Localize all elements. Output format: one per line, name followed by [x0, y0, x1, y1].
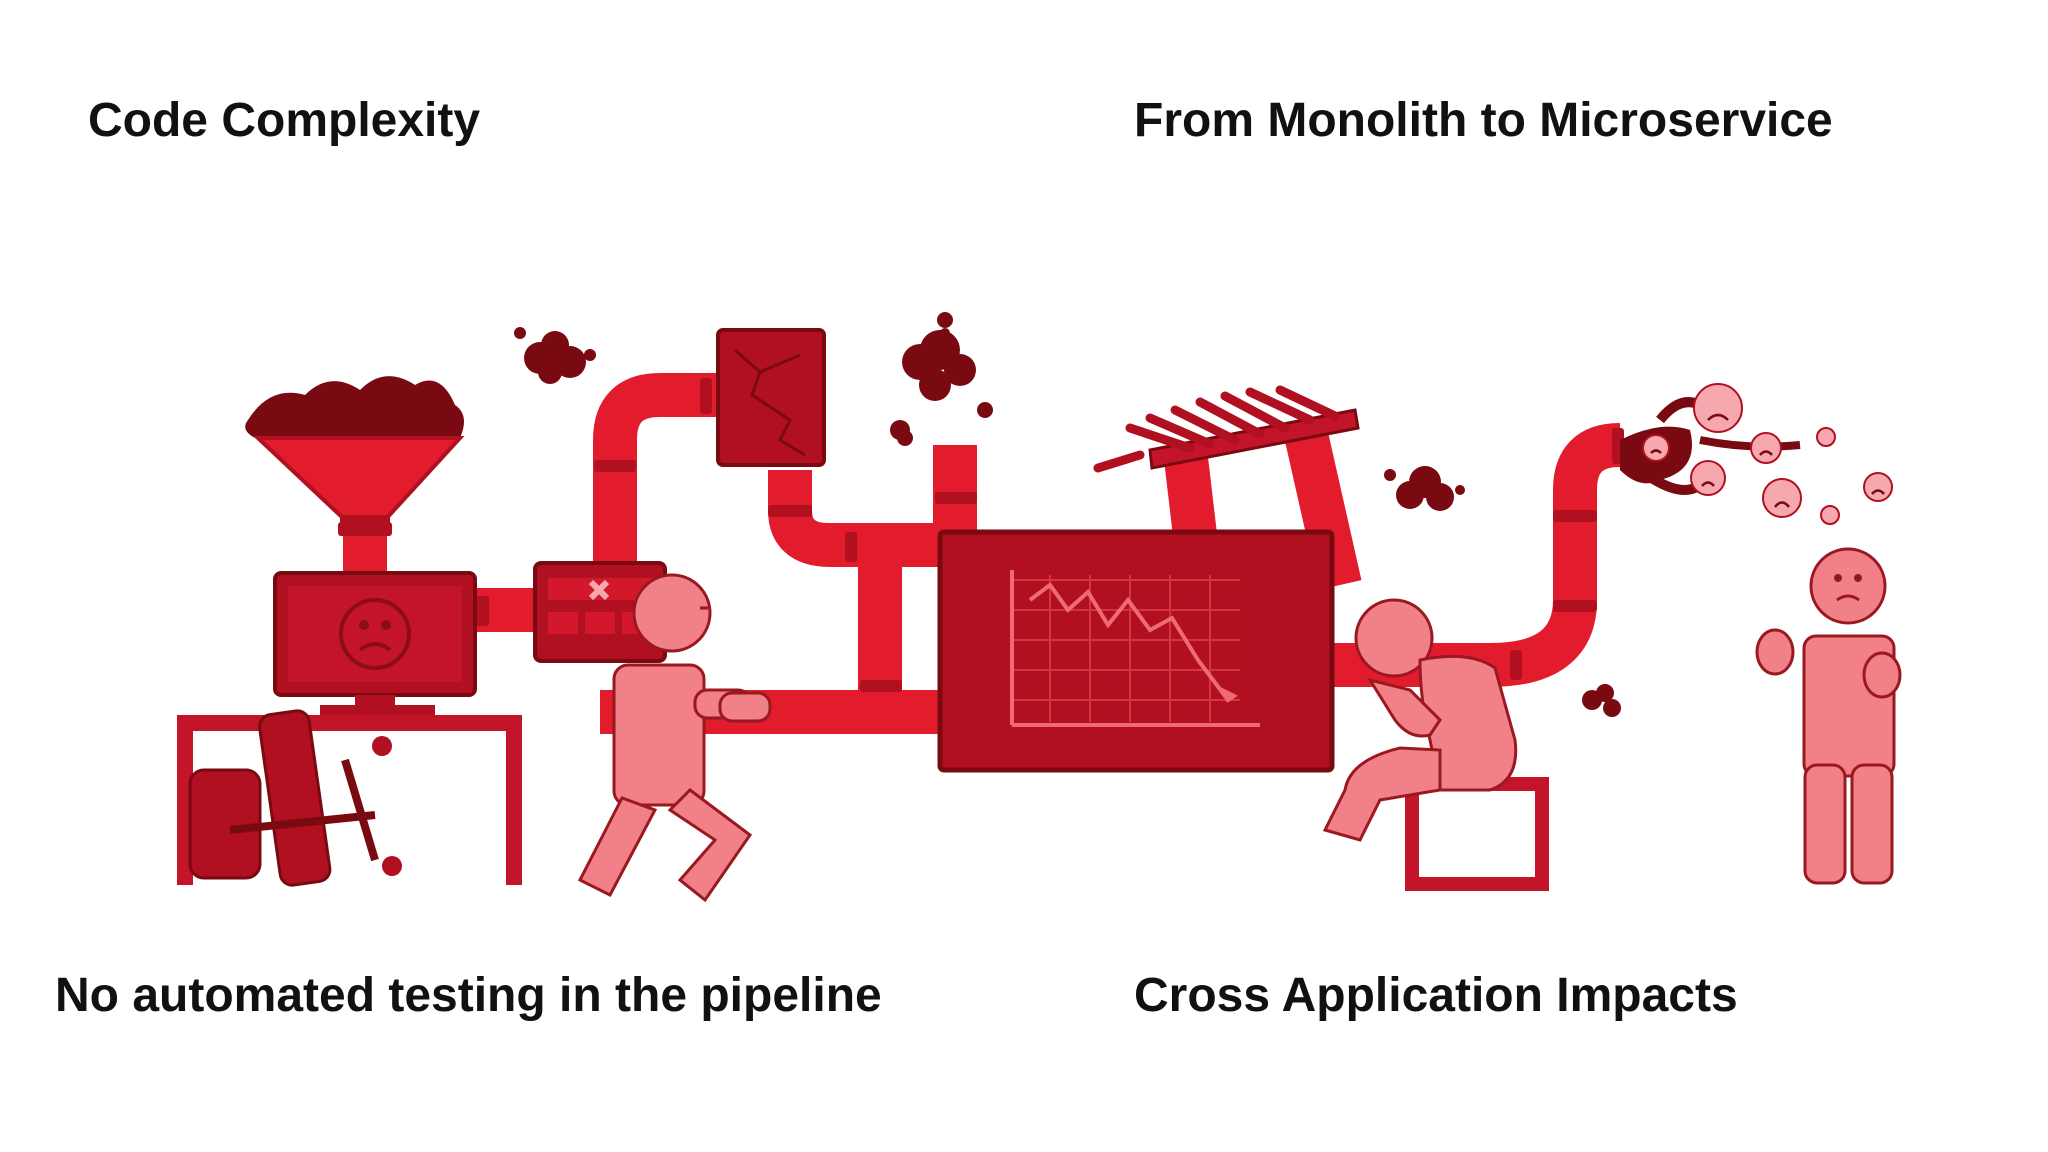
cross-application-impacts-label: Cross Application Impacts: [1134, 969, 1738, 1022]
person-standing-sad: [1755, 547, 1902, 885]
smoke-puffs: [514, 312, 1621, 717]
no-automated-testing-label: No automated testing in the pipeline: [55, 969, 882, 1022]
monolith-to-microservice-label: From Monolith to Microservice: [1134, 94, 1833, 147]
person-walking: [577, 573, 772, 903]
fireworks-platform: [1093, 385, 1360, 473]
trend-down-icon: [1010, 570, 1260, 727]
sad-face-icon: [339, 598, 411, 670]
code-complexity-label: Code Complexity: [88, 94, 481, 147]
close-x-icon: [588, 579, 610, 601]
cracked-panel: [716, 328, 826, 467]
sad-faces-burst: [1620, 383, 1893, 525]
desk-workstation: [177, 571, 522, 887]
dashboard-screen: [937, 529, 1335, 773]
person-sitting: [1322, 598, 1549, 891]
funnel: [245, 376, 465, 533]
test-control-box: [533, 561, 667, 663]
